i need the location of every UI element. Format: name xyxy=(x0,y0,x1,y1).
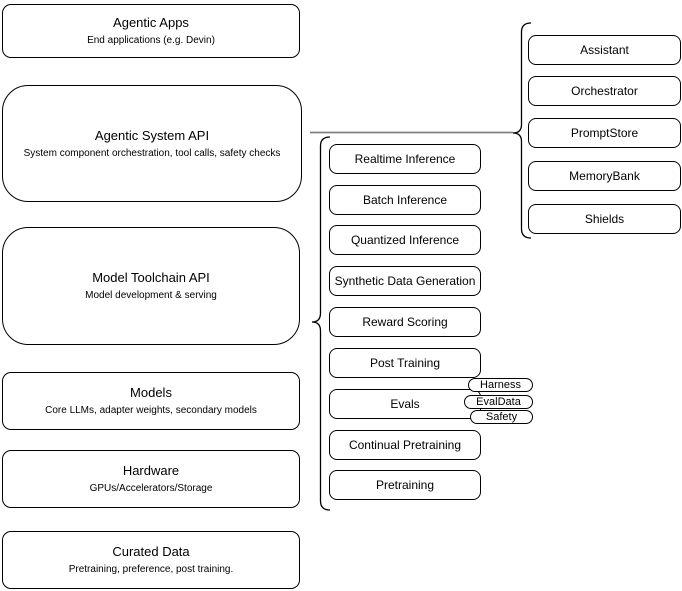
layer-box-agentic-apps: Agentic Apps End applications (e.g. Devi… xyxy=(2,4,300,58)
system-box-promptstore: PromptStore xyxy=(528,118,681,148)
layer-subtitle: End applications (e.g. Devin) xyxy=(87,35,215,46)
toolchain-box-reward-scoring: Reward Scoring xyxy=(329,307,481,337)
layer-box-agentic-system-api: Agentic System API System component orch… xyxy=(2,85,302,202)
toolchain-box-evals: Evals xyxy=(329,389,481,419)
layer-box-hardware: Hardware GPUs/Accelerators/Storage xyxy=(2,450,300,508)
system-box-orchestrator: Orchestrator xyxy=(528,76,681,106)
evals-tag-safety: Safety xyxy=(470,410,533,424)
toolchain-box-post-training: Post Training xyxy=(329,348,481,378)
layer-subtitle: Core LLMs, adapter weights, secondary mo… xyxy=(45,405,257,416)
system-box-shields: Shields xyxy=(528,204,681,234)
layer-box-curated-data: Curated Data Pretraining, preference, po… xyxy=(2,531,300,589)
toolchain-group-brace xyxy=(311,136,331,511)
toolchain-box-realtime-inference: Realtime Inference xyxy=(329,144,481,174)
layer-box-models: Models Core LLMs, adapter weights, secon… xyxy=(2,372,300,430)
layer-title: Hardware xyxy=(122,463,180,478)
layer-title: Agentic Apps xyxy=(113,15,189,30)
evals-tag-harness: Harness xyxy=(468,378,533,392)
toolchain-box-quantized-inference: Quantized Inference xyxy=(329,225,481,255)
toolchain-box-continual-pretraining: Continual Pretraining xyxy=(329,430,481,460)
system-box-memorybank: MemoryBank xyxy=(528,161,681,191)
layer-subtitle: GPUs/Accelerators/Storage xyxy=(89,483,213,494)
layer-title: Curated Data xyxy=(112,544,190,559)
layer-subtitle: Model development & serving xyxy=(85,290,217,301)
layer-subtitle: System component orchestration, tool cal… xyxy=(23,147,281,159)
layer-title: Model Toolchain API xyxy=(92,270,210,285)
layer-subtitle: Pretraining, preference, post training. xyxy=(68,564,234,575)
evals-tag-evaldata: EvalData xyxy=(464,395,533,409)
system-box-assistant: Assistant xyxy=(528,35,681,65)
layer-title: Models xyxy=(130,385,172,400)
layer-box-model-toolchain-api: Model Toolchain API Model development & … xyxy=(2,227,300,345)
toolchain-box-synthetic-data-generation: Synthetic Data Generation xyxy=(329,266,481,296)
toolchain-box-batch-inference: Batch Inference xyxy=(329,185,481,215)
toolchain-box-pretraining: Pretraining xyxy=(329,470,481,500)
layer-title: Agentic System API xyxy=(94,127,210,143)
